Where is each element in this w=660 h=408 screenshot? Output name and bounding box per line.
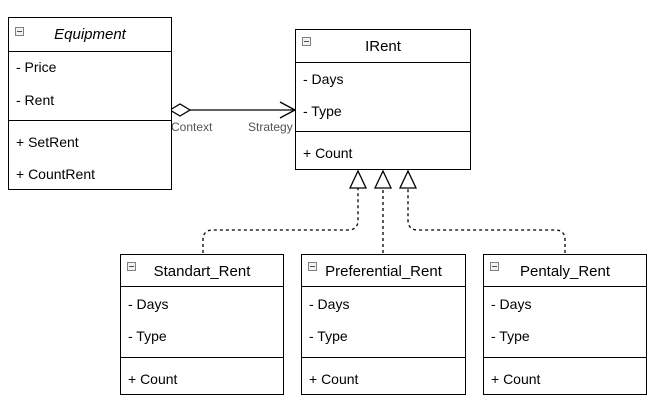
class-pentaly-rent[interactable]: Pentaly_Rent - Days - Type + Count [483,254,647,395]
realization-pentaly [398,169,566,253]
class-name: Preferential_Rent [325,263,442,280]
method: + CountRent [16,166,95,182]
methods-section: + Count [302,357,465,394]
class-standart-rent[interactable]: Standart_Rent - Days - Type + Count [120,254,284,395]
collapse-icon[interactable] [490,262,499,271]
method: + Count [309,371,359,387]
strategy-role-label: Strategy [248,120,293,134]
attributes-section: - Price - Rent [9,52,171,120]
attribute: - Days [491,296,532,312]
method: + Count [128,371,178,387]
realization-standart [202,169,368,253]
methods-section: + Count [121,357,283,394]
method: + SetRent [16,134,79,150]
collapse-icon[interactable] [302,37,311,46]
collapse-icon[interactable] [127,262,136,271]
attribute: - Type [491,328,530,344]
class-name: Standart_Rent [153,263,251,280]
attributes-section: - Days - Type [296,63,470,131]
attribute: - Price [16,59,57,75]
attribute: - Days [309,296,350,312]
attributes-section: - Days - Type [121,287,283,357]
methods-section: + Count [296,131,470,169]
class-name: Equipment [54,26,126,43]
inheritance-triangle [348,169,368,189]
attribute: - Type [303,103,342,119]
aggregation-diamond [168,103,192,117]
method: + Count [303,145,353,161]
methods-section: + SetRent + CountRent [9,120,171,189]
context-role-label: Context [171,120,213,134]
inheritance-triangle [373,169,393,189]
class-name: IRent [365,38,401,55]
attribute: - Rent [16,92,55,108]
class-header: Preferential_Rent [302,255,465,287]
class-header: Equipment [9,18,171,52]
inheritance-triangle [398,169,418,189]
realization-preferential [373,169,393,253]
attribute: - Days [303,71,344,87]
class-header: Standart_Rent [121,255,283,287]
class-equipment[interactable]: Equipment - Price - Rent + SetRent + Cou… [8,17,172,190]
class-header: Pentaly_Rent [484,255,646,287]
attributes-section: - Days - Type [484,287,646,357]
collapse-icon[interactable] [15,27,24,36]
class-name: Pentaly_Rent [519,263,611,280]
methods-section: + Count [484,357,646,394]
attributes-section: - Days - Type [302,287,465,357]
class-preferential-rent[interactable]: Preferential_Rent - Days - Type + Count [301,254,466,395]
class-header: IRent [296,30,470,63]
attribute: - Type [309,328,348,344]
collapse-icon[interactable] [308,262,317,271]
class-irent[interactable]: IRent - Days - Type + Count [295,29,471,170]
aggregation-connector [168,101,297,119]
attribute: - Days [128,296,169,312]
attribute: - Type [128,328,167,344]
method: + Count [491,371,541,387]
